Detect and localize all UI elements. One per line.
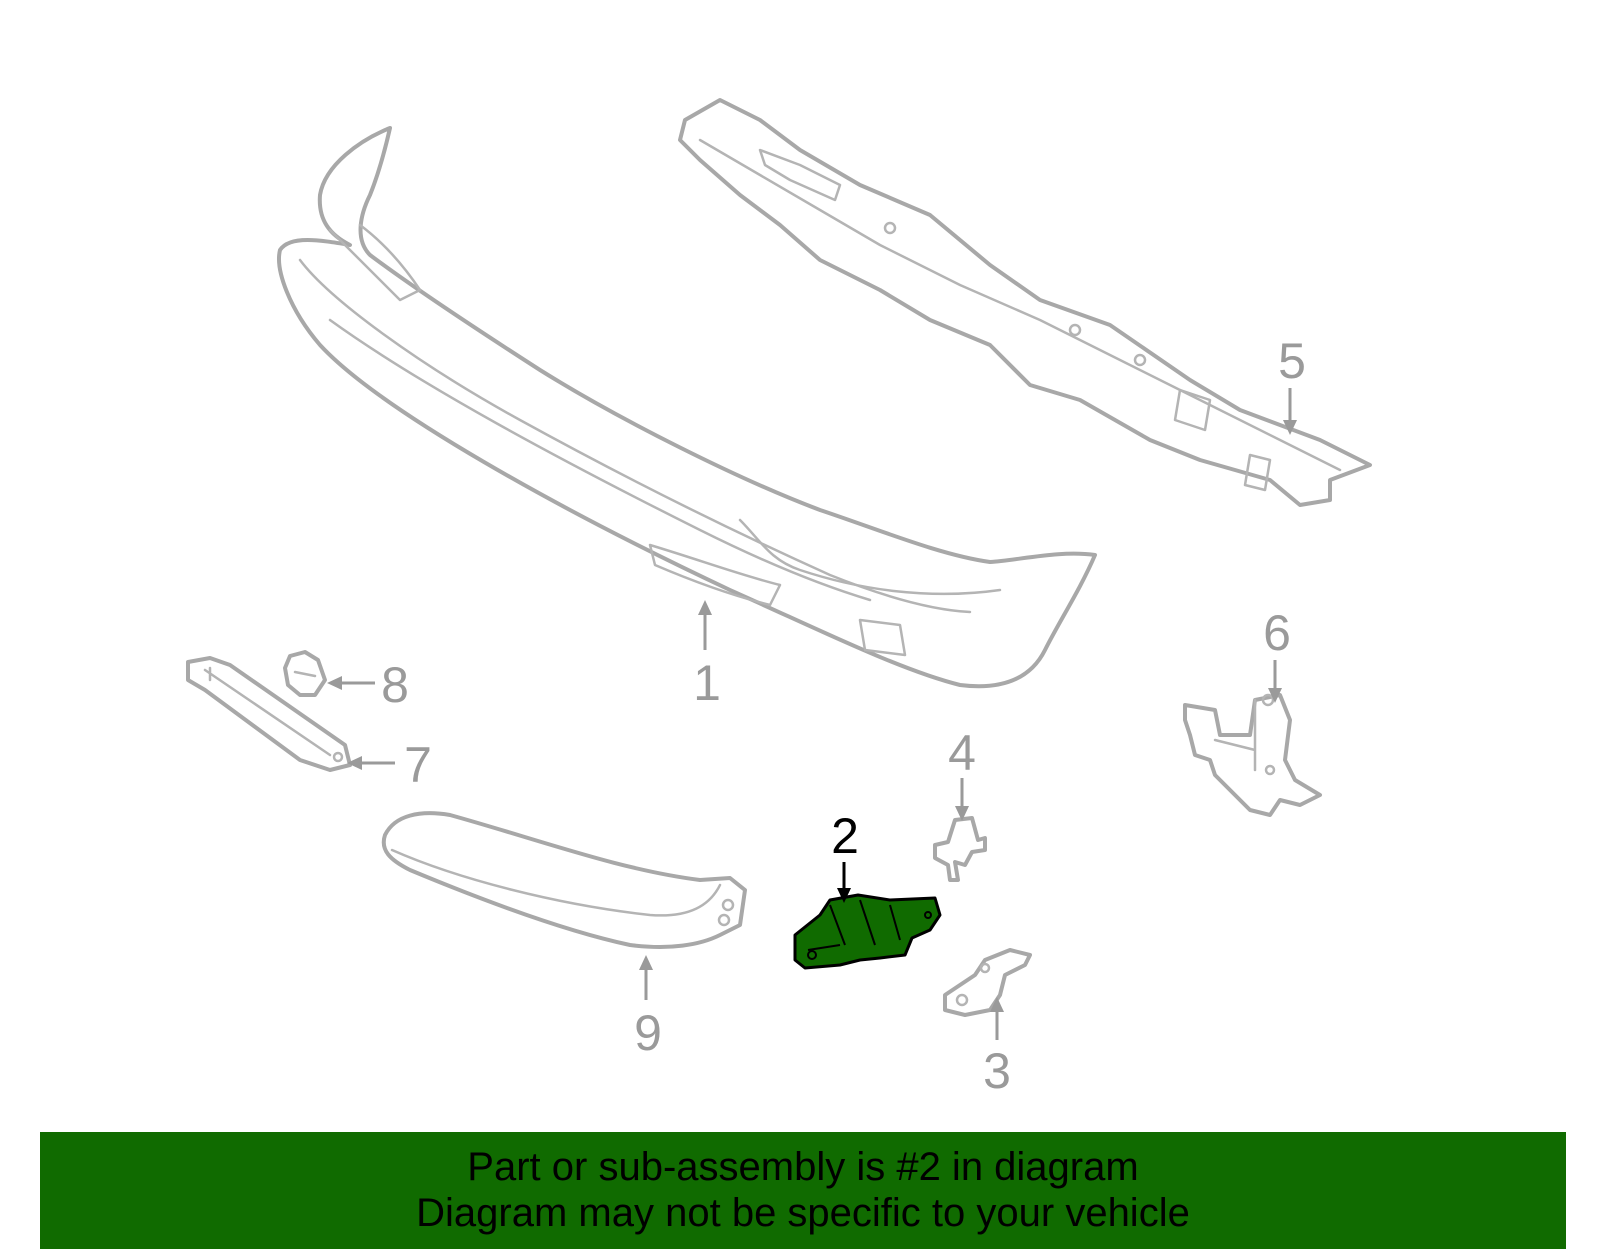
parts-diagram: 1 2 3 4 5 6 7 8 9 [186, 98, 1372, 1099]
callout-3[interactable]: 3 [983, 1043, 1011, 1099]
callout-1[interactable]: 1 [693, 655, 721, 711]
part-4-bracket[interactable] [933, 816, 987, 882]
part-8-clip[interactable] [283, 650, 327, 697]
banner-line-1: Part or sub-assembly is #2 in diagram [467, 1145, 1139, 1189]
part-5-reinforcement[interactable] [678, 98, 1372, 507]
part-9-valance[interactable] [381, 811, 747, 949]
callout-7[interactable]: 7 [404, 737, 432, 793]
callout-arrows [327, 388, 1297, 1040]
callout-4[interactable]: 4 [948, 725, 976, 781]
banner-line-2: Diagram may not be specific to your vehi… [416, 1191, 1190, 1235]
callout-8[interactable]: 8 [381, 657, 409, 713]
callout-2[interactable]: 2 [831, 808, 859, 864]
info-banner: Part or sub-assembly is #2 in diagram Di… [40, 1132, 1566, 1249]
part-2-bracket-highlighted[interactable] [793, 893, 942, 970]
part-1-bumper-cover[interactable] [277, 126, 1097, 689]
part-7-rail[interactable] [186, 656, 352, 772]
callout-6[interactable]: 6 [1263, 605, 1291, 661]
callout-9[interactable]: 9 [634, 1005, 662, 1061]
part-3-bracket[interactable] [943, 948, 1032, 1017]
callout-labels: 1 2 3 4 5 6 7 8 9 [381, 333, 1306, 1099]
callout-5[interactable]: 5 [1278, 333, 1306, 389]
part-6-bracket[interactable] [1183, 693, 1322, 817]
